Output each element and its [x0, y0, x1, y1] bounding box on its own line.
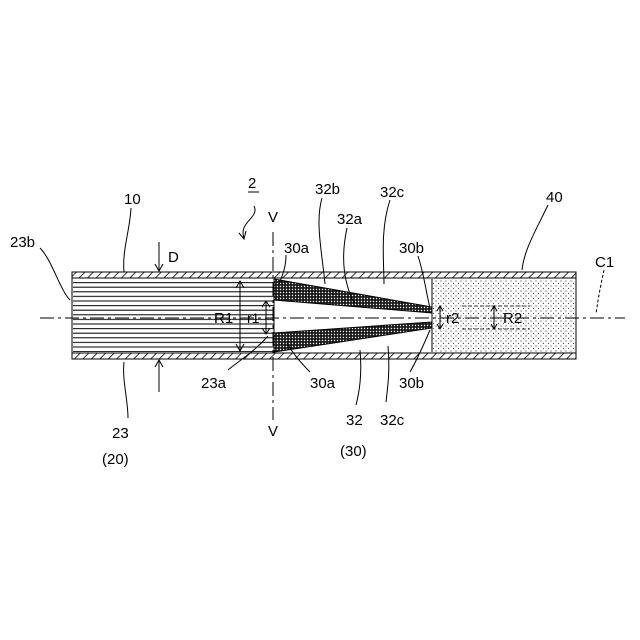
label-ref-r1-outer: R1	[214, 310, 233, 327]
label-ref-r1-inner: r1	[247, 310, 260, 326]
label-ref-23a: 23a	[201, 375, 227, 392]
label-ref-30-paren: (30)	[340, 443, 367, 460]
label-ref-10: 10	[124, 191, 141, 208]
label-ref-30b-bottom: 30b	[399, 375, 424, 392]
label-ref-c1: C1	[595, 254, 614, 271]
filler-section	[73, 279, 274, 352]
label-ref-v-bottom: V	[268, 423, 278, 440]
label-ref-32a: 32a	[337, 211, 363, 228]
label-ref-r2-inner: r2	[446, 310, 459, 327]
label-ref-30b-top: 30b	[399, 240, 424, 257]
tube-wall-bottom	[72, 353, 576, 359]
label-ref-32c-top: 32c	[380, 184, 405, 201]
label-ref-30a-top: 30a	[284, 240, 310, 257]
label-ref-2: 2	[248, 175, 256, 192]
label-ref-32c-bottom: 32c	[380, 412, 405, 429]
label-ref-32: 32	[346, 412, 363, 429]
taper-member-upper	[274, 279, 432, 313]
label-ref-32b: 32b	[315, 181, 340, 198]
label-ref-d: D	[168, 249, 179, 266]
label-ref-23: 23	[112, 425, 129, 442]
label-ref-r2-outer: R2	[503, 310, 522, 327]
taper-member-lower	[274, 322, 432, 352]
label-ref-30a-bottom: 30a	[310, 375, 336, 392]
label-ref-40: 40	[546, 189, 563, 206]
label-ref-20-paren: (20)	[102, 451, 129, 468]
label-ref-23b: 23b	[10, 234, 35, 251]
reference-2-marker	[239, 192, 259, 239]
label-ref-v-top: V	[268, 209, 278, 226]
